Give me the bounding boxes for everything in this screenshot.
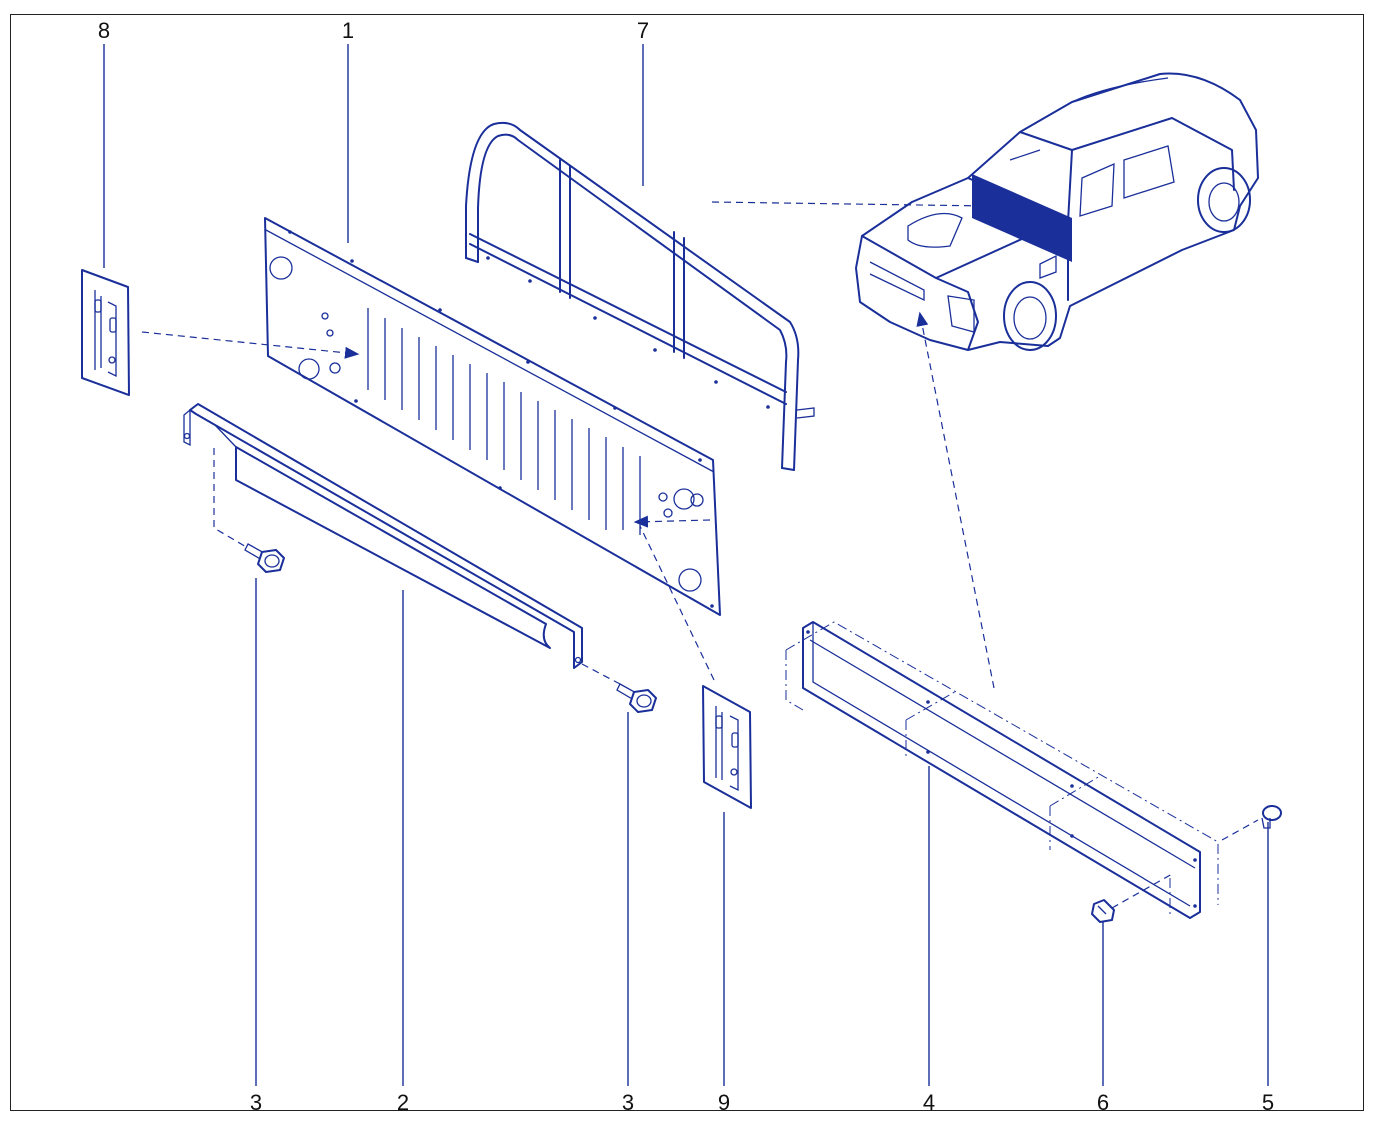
part-4-crossmember-trim [785,621,1219,919]
callout-5: 5 [1261,1090,1275,1115]
callout-2: 2 [396,1090,410,1115]
pickup-truck-icon [855,72,1259,351]
part-7-headache-rack [465,121,815,471]
callout-6: 6 [1096,1090,1110,1115]
part-5-push-pin [1261,805,1282,829]
callout-3-right: 3 [621,1090,635,1115]
callout-1: 1 [341,18,355,43]
part-2-lower-rail [183,403,583,669]
callout-8: 8 [97,18,111,43]
part-9-bracket-plate [702,685,752,809]
leader-lines [103,44,1269,1086]
part-6-clip-nut [1091,899,1115,923]
callout-9: 9 [717,1090,731,1115]
part-3-bolt-left [244,543,285,573]
part-8-bracket-plate [81,269,130,396]
callout-3-left: 3 [249,1090,263,1115]
part-3-bolt-right [616,683,657,713]
callout-7: 7 [636,18,650,43]
callout-4: 4 [922,1090,936,1115]
diagram-frame [10,14,1364,1111]
dashed-arrows [141,199,995,689]
part-1-bed-panel [264,217,721,616]
